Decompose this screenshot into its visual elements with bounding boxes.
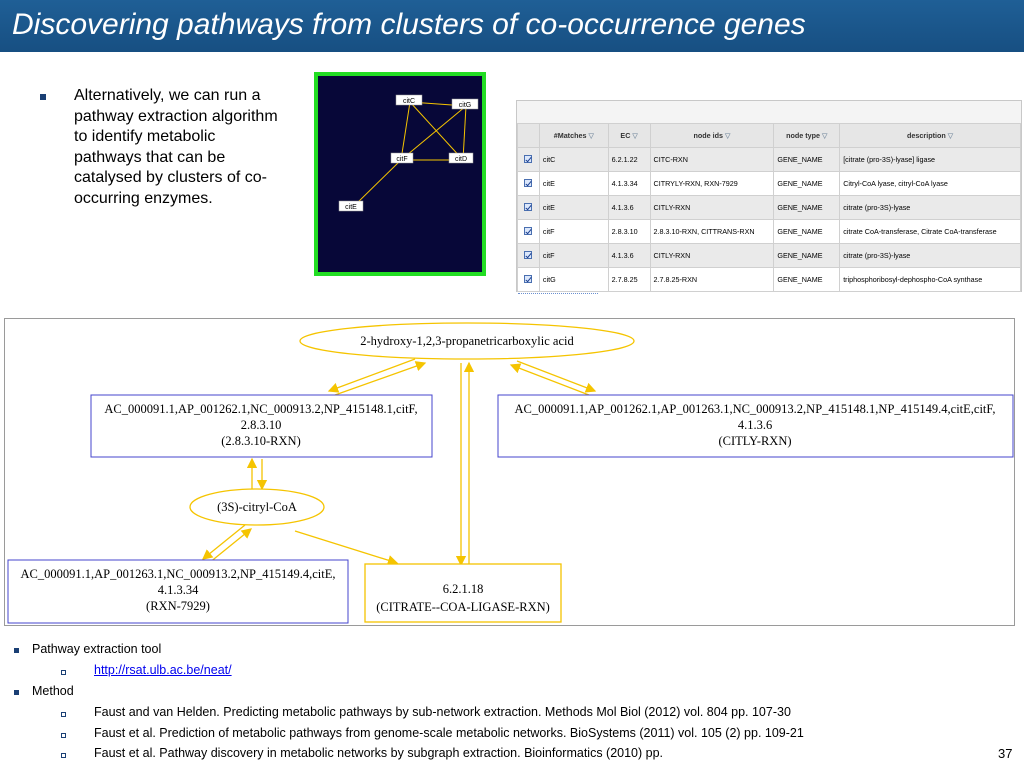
intro-line: to identify metabolic xyxy=(74,128,216,145)
graph-node xyxy=(395,94,423,106)
match-table-panel: #Matches▽ EC▽ node ids▽ node type▽ descr… xyxy=(516,100,1022,292)
reaction-box xyxy=(497,394,1014,458)
reaction-genes: AC_000091.1,AP_001263.1,NC_000913.2,NP_4… xyxy=(21,567,336,581)
graph-node-label: citE xyxy=(345,204,357,211)
page-number: 37 xyxy=(998,746,1013,761)
graph-node xyxy=(390,152,414,164)
tool-label: Pathway extraction tool xyxy=(32,642,162,656)
row-checkbox[interactable] xyxy=(524,250,533,259)
title-bar: Discovering pathways from clusters of co… xyxy=(0,0,1024,52)
gene-graph-panel: citC citG citF citD citE xyxy=(314,72,486,276)
column-header[interactable]: #Matches▽ xyxy=(538,123,609,148)
citation: Faust et al. Prediction of metabolic pat… xyxy=(94,726,804,740)
pathway-diagram: 2-hydroxy-1,2,3-propanetricarboxylic aci… xyxy=(4,318,1015,626)
filter-icon[interactable]: ▽ xyxy=(588,133,594,140)
intro-text: Alternatively, we can run a pathway extr… xyxy=(74,86,304,209)
compound-node xyxy=(299,322,635,360)
column-header[interactable]: node ids▽ xyxy=(649,123,775,148)
reaction-ec: 4.1.3.6 xyxy=(738,418,772,432)
pathway-edge xyxy=(294,530,399,566)
reaction-ec: 6.2.1.18 xyxy=(443,582,484,596)
reaction-id: (RXN-7929) xyxy=(146,599,210,613)
compound-node xyxy=(189,488,325,526)
pathway-edge xyxy=(334,361,427,396)
filter-icon[interactable]: ▽ xyxy=(947,133,954,140)
bullet-icon xyxy=(40,94,46,100)
table-footer-divider xyxy=(518,293,598,296)
gene-graph: citC citG citF citD citE xyxy=(338,94,479,212)
reaction-ec: 2.8.3.10 xyxy=(241,418,282,432)
intro-line: pathway extraction algorithm xyxy=(74,107,278,125)
sub-bullet-icon xyxy=(61,670,66,675)
graph-node-label: citC xyxy=(403,98,415,105)
reaction-id: (CITLY-RXN) xyxy=(718,434,791,448)
graph-edge xyxy=(400,105,467,161)
intro-line: Alternatively, we can run a xyxy=(74,87,261,104)
row-checkbox[interactable] xyxy=(524,226,533,235)
column-header[interactable]: EC▽ xyxy=(607,123,651,148)
compound-label: (3S)-citryl-CoA xyxy=(217,500,297,514)
column-header[interactable]: description▽ xyxy=(839,123,1021,148)
citation: Faust et al. Pathway discovery in metabo… xyxy=(94,746,664,760)
match-table: #Matches▽ EC▽ node ids▽ node type▽ descr… xyxy=(517,123,1021,292)
graph-edge xyxy=(462,105,467,161)
filter-icon[interactable]: ▽ xyxy=(822,133,828,140)
compound-label: 2-hydroxy-1,2,3-propanetricarboxylic aci… xyxy=(360,334,574,348)
filter-icon[interactable]: ▽ xyxy=(725,133,731,140)
row-checkbox[interactable] xyxy=(524,202,533,211)
row-checkbox[interactable] xyxy=(524,154,533,163)
intro-line: occurring enzymes. xyxy=(74,189,213,207)
pathway-edge xyxy=(327,358,416,393)
bullet-icon xyxy=(14,648,19,653)
tool-link[interactable]: http://rsat.ulb.ac.be/neat/ xyxy=(94,663,232,677)
graph-node-label: citF xyxy=(396,156,407,163)
reaction-box xyxy=(364,563,562,623)
pathway-svg: 2-hydroxy-1,2,3-propanetricarboxylic aci… xyxy=(7,322,1014,624)
graph-edge xyxy=(400,101,411,161)
citation: Faust and van Helden. Predicting metabol… xyxy=(94,705,791,719)
graph-node-label: citG xyxy=(459,102,471,109)
row-checkbox[interactable] xyxy=(524,178,533,187)
graph-edge xyxy=(351,159,402,209)
filter-icon[interactable]: ▽ xyxy=(632,133,638,140)
graph-node xyxy=(451,98,479,110)
sub-bullet-icon xyxy=(61,712,66,717)
slide-title: Discovering pathways from clusters of co… xyxy=(12,8,806,41)
pathway-edge xyxy=(208,528,253,564)
reaction-id: (CITRATE--COA-LIGASE-RXN) xyxy=(376,600,550,614)
pathway-edge xyxy=(509,363,590,396)
bullet-icon xyxy=(14,690,19,695)
sub-bullet-icon xyxy=(61,753,66,758)
reaction-ec: 4.1.3.34 xyxy=(158,583,199,597)
graph-node xyxy=(338,200,364,212)
intro-line: catalysed by clusters of co- xyxy=(74,169,267,186)
column-header[interactable]: node type▽ xyxy=(773,123,841,148)
reaction-genes: AC_000091.1,AP_001262.1,AP_001263.1,NC_0… xyxy=(515,402,996,416)
reaction-box xyxy=(7,559,349,624)
graph-node-label: citD xyxy=(455,156,467,163)
table-row[interactable]: citF 4.1.3.6 CITLY-RXN GENE_NAME citrate… xyxy=(517,243,1021,268)
pathway-edge xyxy=(516,360,597,393)
graph-node xyxy=(448,152,474,164)
table-row[interactable]: citE 4.1.3.6 CITLY-RXN GENE_NAME citrate… xyxy=(517,195,1021,220)
reaction-genes: AC_000091.1,AP_001262.1,NC_000913.2,NP_4… xyxy=(104,402,417,416)
table-row[interactable]: citF 2.8.3.10 2.8.3.10-RXN, CITTRANS-RXN… xyxy=(517,219,1021,244)
table-row[interactable]: citG 2.7.8.25 2.7.8.25-RXN GENE_NAME tri… xyxy=(517,267,1021,292)
row-checkbox[interactable] xyxy=(524,274,533,283)
reaction-id: (2.8.3.10-RXN) xyxy=(221,434,301,448)
pathway-edge xyxy=(201,524,246,560)
table-row[interactable]: citE 4.1.3.34 CITRYLY-RXN, RXN-7929 GENE… xyxy=(517,171,1021,196)
reaction-box xyxy=(90,394,433,458)
method-label: Method xyxy=(32,684,74,698)
sub-bullet-icon xyxy=(61,733,66,738)
table-row[interactable]: citC 6.2.1.22 CITC-RXN GENE_NAME [citrat… xyxy=(517,147,1021,172)
intro-line: pathways that can be xyxy=(74,148,226,166)
